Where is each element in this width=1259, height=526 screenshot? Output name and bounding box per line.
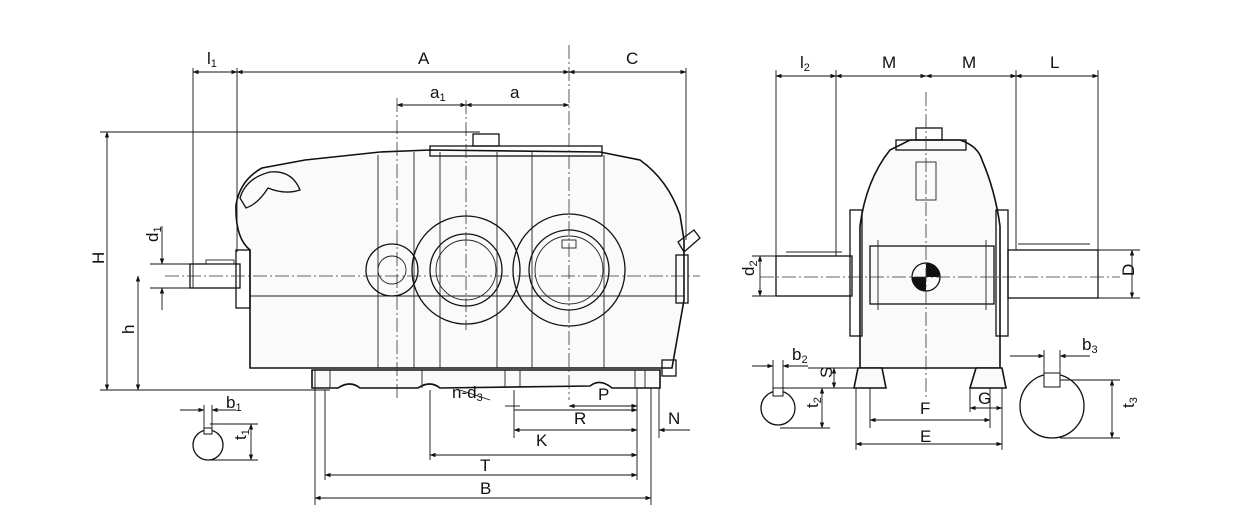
dim-label-S: S <box>817 367 836 378</box>
dim-label-A: A <box>418 49 430 68</box>
side-right-shaft <box>1007 249 1099 299</box>
dim-label-h: h <box>119 325 138 334</box>
dim-label-a1: a1 <box>430 83 446 104</box>
dim-label-t3: t3 <box>1119 397 1140 408</box>
base-foot <box>311 369 661 389</box>
breather-plug <box>472 133 500 147</box>
dim-label-l1: l1 <box>207 49 217 70</box>
input-gear-small <box>365 243 419 297</box>
dim-label-C: C <box>626 49 638 68</box>
dim-label-R: R <box>574 409 586 428</box>
dim-label-M-left: M <box>882 53 896 72</box>
dim-label-T: T <box>480 456 490 475</box>
dim-label-P: P <box>598 385 609 404</box>
lifting-lug <box>239 171 301 209</box>
side-view: l2 M M L d2 D b2 S t2 F G E b3 t3 <box>739 53 1140 450</box>
side-breather <box>915 127 943 141</box>
dim-label-l2: l2 <box>800 53 810 74</box>
dim-label-nd3: n-d3 <box>452 383 483 404</box>
dim-label-G: G <box>978 389 991 408</box>
side-flange-left <box>849 209 863 337</box>
housing-outline <box>235 149 685 369</box>
dim-label-t1: t1 <box>231 429 252 440</box>
output-bearing-cap <box>675 254 689 304</box>
dim-label-E: E <box>920 427 931 446</box>
dim-label-b1: b1 <box>226 393 242 414</box>
dim-label-b2: b2 <box>792 345 808 366</box>
dim-label-N: N <box>668 409 680 428</box>
oil-gauge <box>677 229 701 254</box>
input-bearing-cap <box>235 249 251 309</box>
dim-label-K: K <box>536 431 548 450</box>
side-foot-left <box>853 367 887 389</box>
inspection-cover <box>429 145 603 157</box>
dim-label-F: F <box>920 399 930 418</box>
dim-label-H: H <box>89 252 108 264</box>
drain-plug <box>661 359 677 377</box>
dim-label-t2: t2 <box>803 397 824 408</box>
dim-label-L: L <box>1050 53 1059 72</box>
dim-label-b3: b3 <box>1082 335 1098 356</box>
dim-label-a: a <box>510 83 520 102</box>
dim-label-M-right: M <box>962 53 976 72</box>
dim-label-d1: d1 <box>143 226 164 242</box>
dim-label-d2: d2 <box>739 260 760 276</box>
dim-label-D: D <box>1119 264 1138 276</box>
side-left-shaft <box>775 255 853 297</box>
side-housing <box>859 139 1001 369</box>
side-foot-right <box>968 367 1007 389</box>
front-view: l1 A C a1 a H h d1 n-d3 P R N K T B b1 t… <box>89 45 701 505</box>
dim-label-B: B <box>480 479 491 498</box>
